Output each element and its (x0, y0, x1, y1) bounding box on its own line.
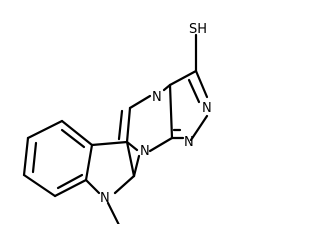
bond (125, 106, 132, 144)
bond (194, 69, 209, 99)
triazine-nitrogen-label: N (140, 144, 150, 159)
bond (22, 173, 57, 198)
bond (90, 140, 129, 147)
thiol-label: SH (189, 22, 207, 37)
bond (125, 140, 136, 178)
double-bond-inner (56, 173, 84, 190)
bond (128, 94, 152, 110)
bond (148, 136, 174, 153)
double-bond-inner (60, 128, 86, 149)
chemical-structure: SH N N N N N (22, 22, 212, 224)
bond (113, 174, 136, 195)
bond (189, 114, 209, 142)
triazole-nitrogen-label: N (202, 101, 212, 116)
bond (125, 140, 139, 152)
benzene-ring (22, 119, 94, 198)
bond (26, 119, 64, 140)
triazole-ring (168, 69, 209, 142)
bridge-nitrogen-label: N (152, 90, 162, 105)
double-bond-inner (117, 109, 124, 141)
bond (84, 143, 94, 182)
bond (60, 119, 94, 147)
methyl-bond (106, 201, 120, 224)
double-bond-inner (132, 154, 141, 178)
triazole-nitrogen-label: N (184, 135, 194, 150)
bond (84, 178, 101, 195)
triazine-ring (117, 83, 174, 178)
pyrrole-ring (84, 140, 136, 195)
bond (53, 178, 88, 198)
double-bond-inner (31, 141, 38, 174)
double-bond-inner (187, 78, 201, 104)
bond (22, 136, 30, 177)
bond (168, 83, 174, 140)
indole-nitrogen-label: N (100, 191, 110, 206)
bond (168, 69, 198, 87)
